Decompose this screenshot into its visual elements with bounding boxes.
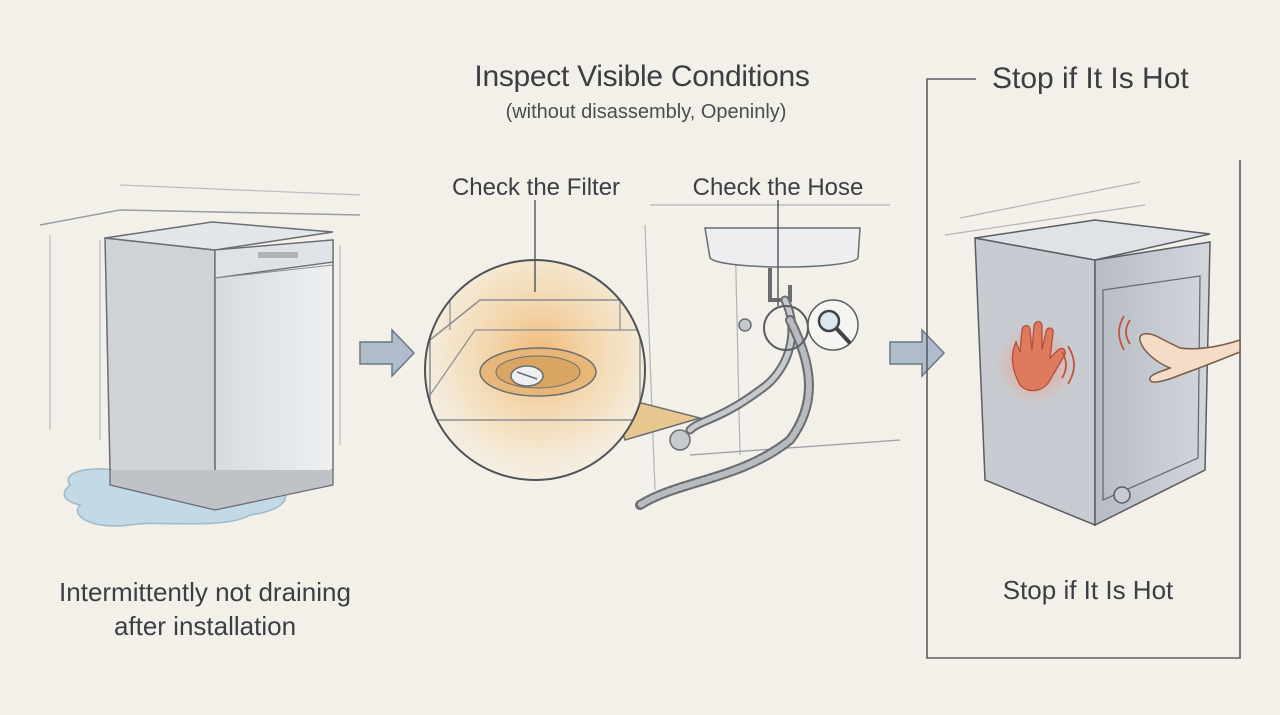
main-subtitle: (without disassembly, Openinly) [505, 101, 787, 123]
arrow-right-icon [889, 328, 946, 378]
filter-magnifier [424, 200, 703, 481]
left-caption-line-2: after installation [113, 611, 297, 641]
dryer-scene [944, 181, 1241, 527]
filter-label: Check the Filter [451, 174, 621, 201]
magnifier-icon [807, 299, 859, 351]
arrow-right-icon [359, 328, 416, 378]
drain-hose [685, 295, 797, 435]
hand-heat-icon [1011, 320, 1075, 392]
hose-label: Check the Hose [692, 174, 864, 201]
hose-scene [635, 200, 901, 510]
stop-panel-frame [926, 78, 1241, 659]
stop-panel-title: Stop if It Is Hot [986, 62, 1195, 96]
main-title: Inspect Visible Conditions [474, 60, 810, 93]
dishwasher-scene [39, 184, 361, 527]
left-caption: Intermittently not draining after instal… [59, 575, 351, 643]
stop-panel-caption: Stop if It Is Hot [1002, 575, 1174, 605]
hand-touch-icon [1118, 315, 1241, 383]
left-caption-line-1: Intermittently not draining [59, 577, 351, 607]
